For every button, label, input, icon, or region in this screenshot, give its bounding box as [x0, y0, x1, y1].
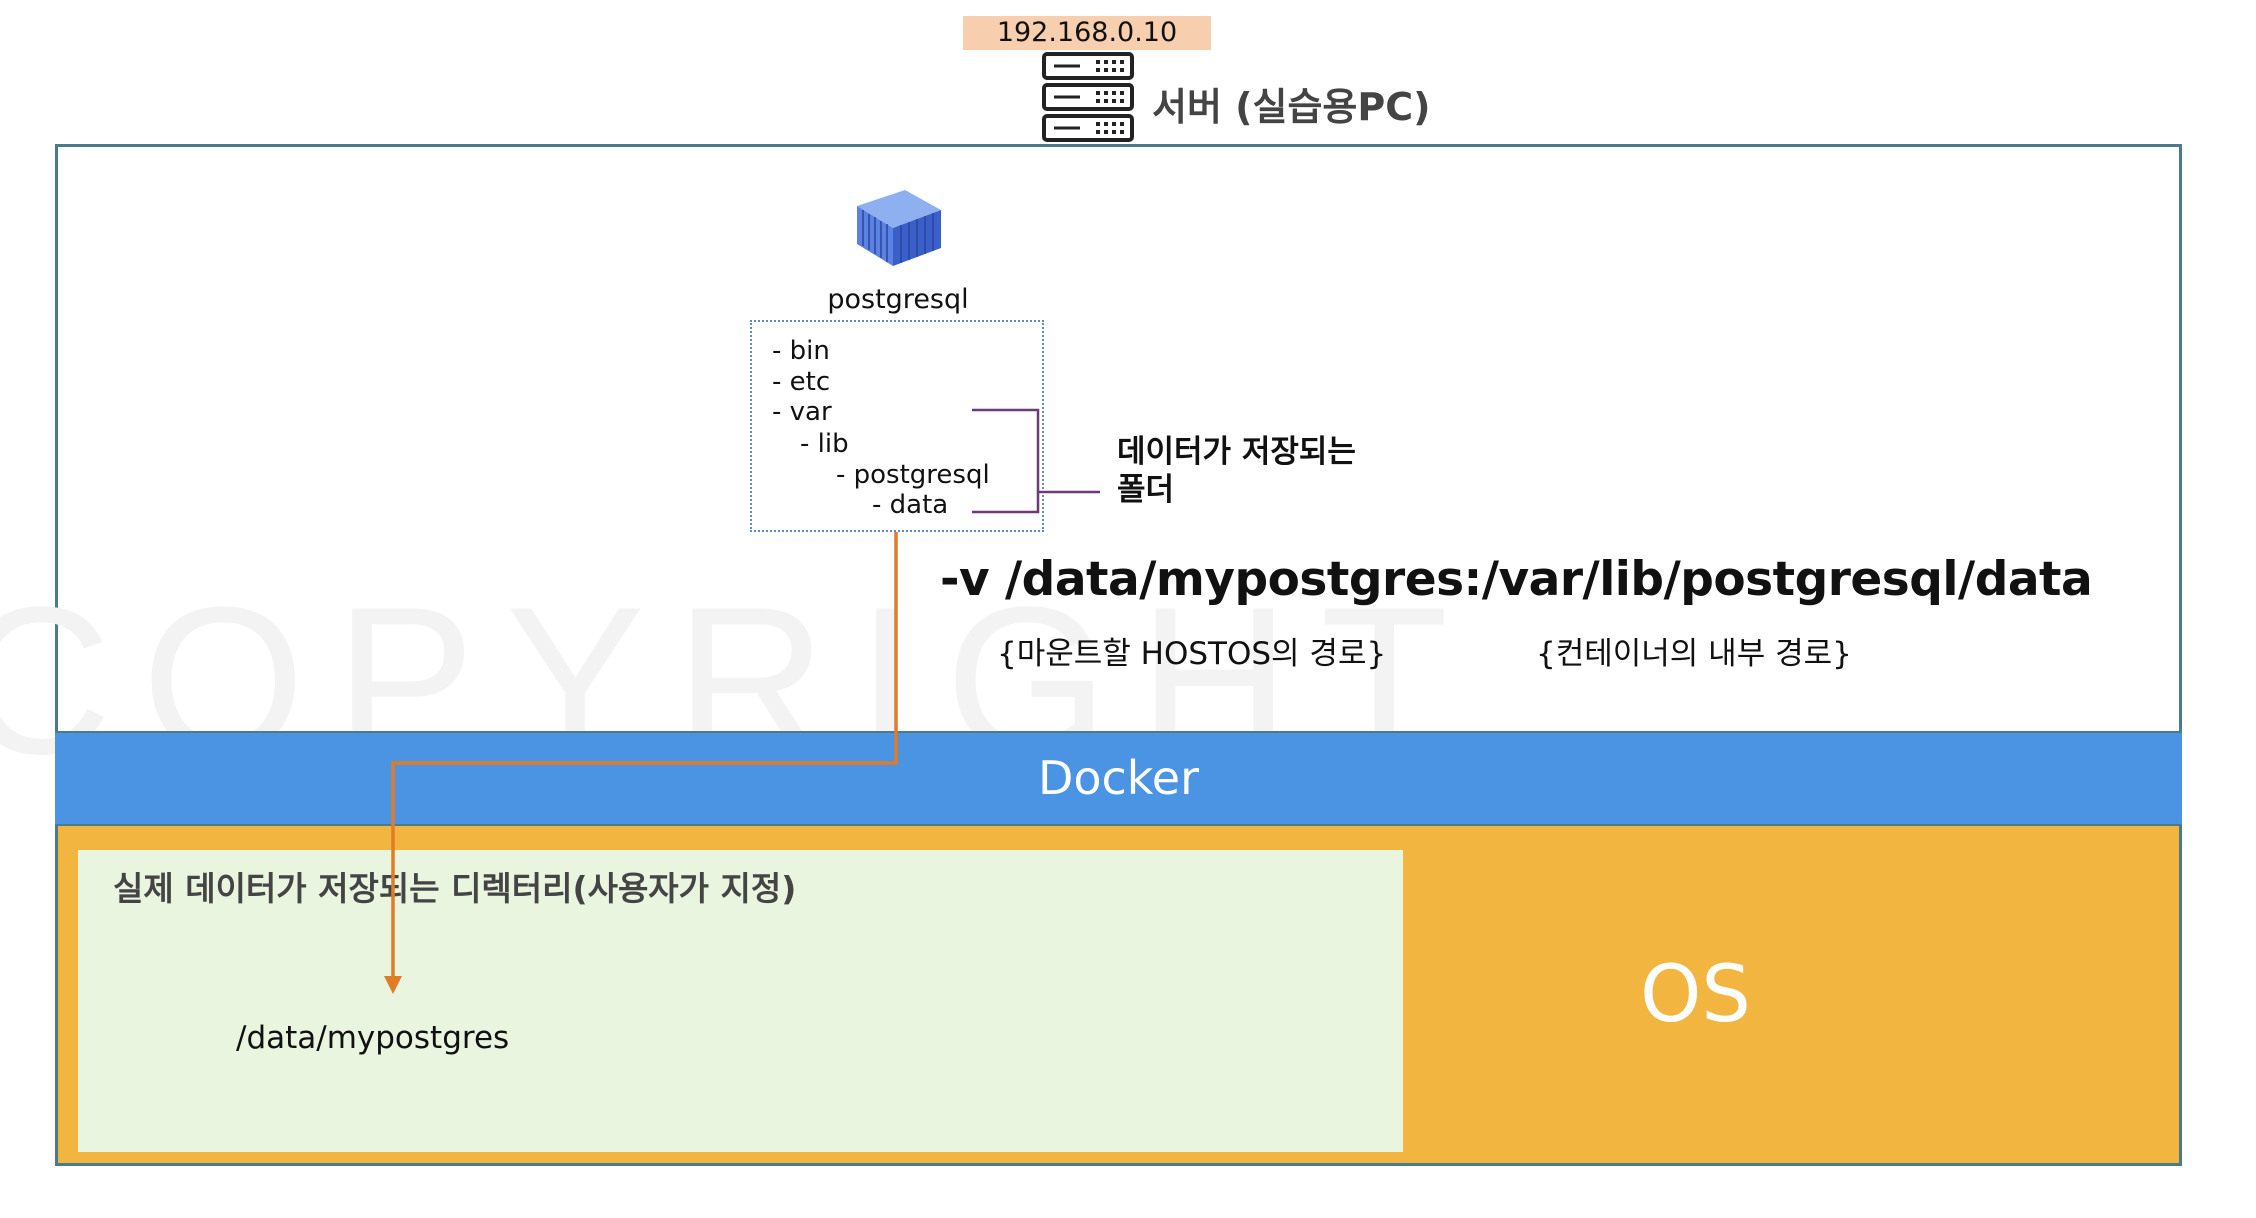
shipping-container-icon [857, 190, 941, 266]
fs-entry-lib: - lib [800, 429, 849, 459]
fs-entry-etc: - etc [772, 367, 831, 397]
fs-entry-postgresql: - postgresql [836, 460, 990, 490]
host-path: /data/mypostgres [236, 1020, 510, 1056]
container-name: postgresql [827, 284, 969, 315]
volume-mount-command: -v /data/mypostgres:/var/lib/postgresql/… [940, 552, 2093, 607]
data-folder-label-line1: 데이터가 저장되는 [1117, 434, 1356, 470]
container-path-label: {컨테이너의 내부 경로} [1536, 636, 1852, 672]
docker-label: Docker [1037, 751, 1200, 805]
server-rack-icon [1042, 52, 1134, 142]
data-folder-label: 데이터가 저장되는 폴더 [1117, 433, 1356, 509]
fs-entry-bin: - bin [772, 336, 830, 366]
server-ip: 192.168.0.10 [963, 16, 1211, 50]
os-label: OS [1640, 950, 1751, 1040]
fs-entry-var: - var [772, 397, 832, 427]
container-filesystem: - bin - etc - var - lib - postgresql - d… [750, 320, 1044, 532]
user-directory-title: 실제 데이터가 저장되는 디렉터리(사용자가 지정) [113, 869, 797, 908]
docker-layer: Docker [55, 731, 2182, 826]
host-path-label: {마운트할 HOSTOS의 경로} [997, 636, 1387, 672]
server-label: 서버 (실습용PC) [1152, 85, 1431, 129]
data-folder-bracket [972, 408, 1100, 514]
data-folder-label-line2: 폴더 [1117, 472, 1175, 508]
fs-entry-data: - data [872, 490, 949, 520]
